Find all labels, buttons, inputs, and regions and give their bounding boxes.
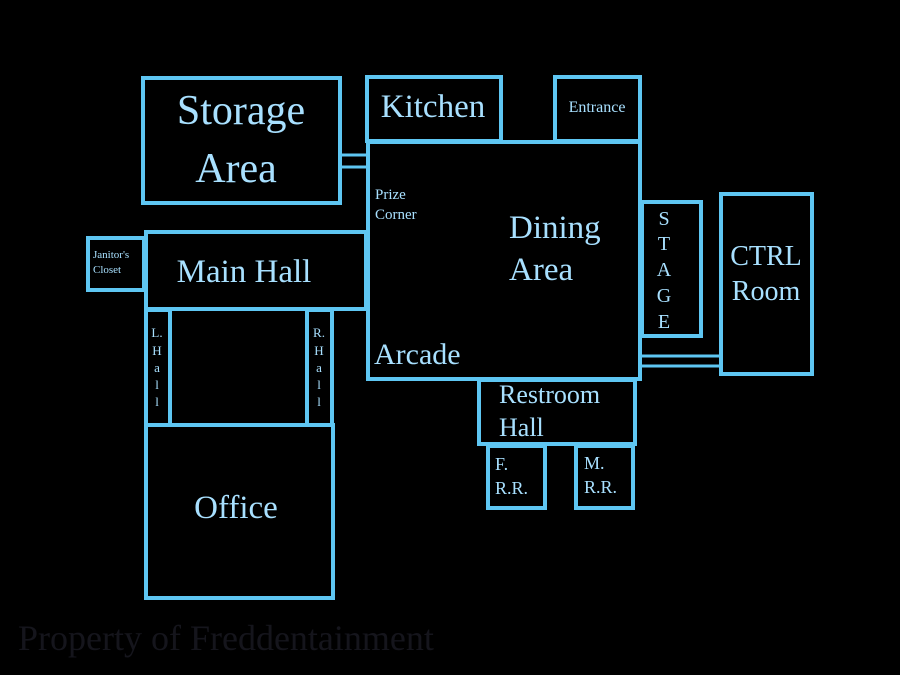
right-hall-letter: l [317,377,321,392]
right-hall-letter: a [316,360,322,375]
right-hall-letter: H [314,343,323,358]
stage-letter: E [658,311,670,333]
arcade-label: Arcade [374,338,461,371]
male-restroom-label-line2: R.R. [584,477,617,497]
entrance-label: Entrance [569,99,626,116]
storage-area-label-line1: Storage [177,88,305,134]
main-hall-label: Main Hall [177,254,312,290]
dining-area-label-line2: Area [509,252,573,288]
ctrl-room-label-line2: Room [732,276,801,307]
storage-area-room [141,76,342,205]
stage-letter: G [657,285,671,307]
storage-area-label-line2: Area [195,146,277,192]
stage-room [640,200,703,338]
prize-corner-label-line2: Corner [375,207,417,223]
restroom-hall-label-line2: Hall [499,413,544,442]
ctrl-room-label-line1: CTRL [730,241,802,272]
stage-to-ctrl-corridor [640,354,721,368]
stage-letter: T [658,233,670,255]
office-label: Office [194,490,278,526]
female-restroom-label-line2: R.R. [495,478,528,498]
kitchen-label: Kitchen [381,89,485,125]
prize-corner-label-line1: Prize [375,187,406,203]
storage-to-dining-corridor [340,153,368,169]
watermark-text: Property of Freddentainment [18,618,434,658]
left-hall-letter: l [155,394,159,409]
dining-area-label-line1: Dining [509,210,601,246]
restroom-hall-label-line1: Restroom [499,380,600,409]
right-hall-letter: l [317,394,321,409]
left-hall-letter: L. [151,325,162,340]
restroom-hall-room [477,378,637,446]
female-restroom-room [486,444,547,510]
stage-letter: A [657,259,672,281]
janitors-closet-room [86,236,146,292]
ctrl-room [719,192,814,376]
left-hall-letter: l [155,377,159,392]
left-hall-room [144,308,172,427]
male-restroom-label-line1: M. [584,453,605,473]
left-hall-letter: a [154,360,160,375]
janitors-closet-label-line2: Closet [93,264,121,276]
male-restroom-room [574,444,635,510]
main-hall-room [144,230,368,311]
right-hall-letter: R. [313,325,325,340]
entrance-room [553,75,642,143]
janitors-closet-label-line1: Janitor's [93,249,129,261]
stage-letter: S [658,208,669,230]
female-restroom-label-line1: F. [495,454,508,474]
office-room [144,423,335,600]
left-hall-letter: H [152,343,161,358]
